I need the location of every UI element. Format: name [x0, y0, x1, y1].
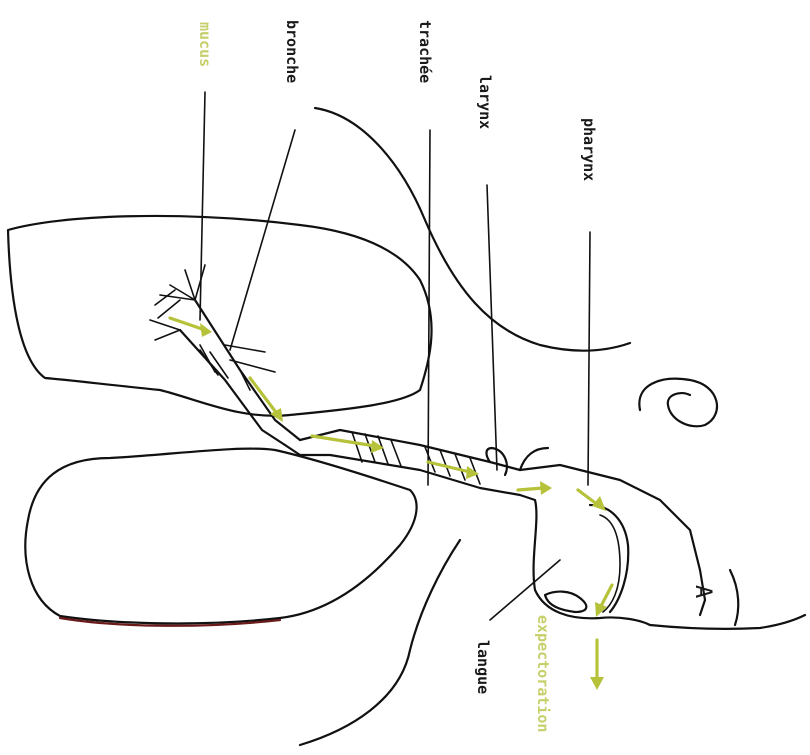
lower-lung-outline — [25, 449, 416, 624]
back-of-head — [730, 570, 738, 625]
neck-front-curve — [300, 540, 460, 745]
main-bronchus-lower-wall — [180, 330, 285, 445]
mucus-leader — [200, 92, 205, 320]
label-pharynx: pharynx — [580, 118, 598, 181]
label-bronche: bronche — [283, 20, 301, 83]
ear — [639, 379, 717, 427]
oral-cavity — [520, 495, 650, 625]
trachee-leader — [428, 130, 430, 485]
label-langue: langue — [474, 640, 492, 694]
label-larynx: larynx — [476, 75, 494, 129]
larynx-leader — [487, 185, 497, 470]
chin — [650, 615, 805, 629]
langue-leader — [490, 560, 560, 620]
label-expectoration: expectoration — [534, 615, 552, 732]
label-mucus: mucus — [196, 22, 214, 67]
bronche-leader — [230, 130, 295, 350]
label-trachee: trachée — [416, 20, 434, 83]
main-bronchus — [195, 300, 300, 440]
upper-lung-outline — [8, 216, 432, 416]
figure-mark: A — [690, 585, 715, 598]
palate-inner — [600, 515, 620, 612]
pharynx-leader — [588, 232, 590, 485]
